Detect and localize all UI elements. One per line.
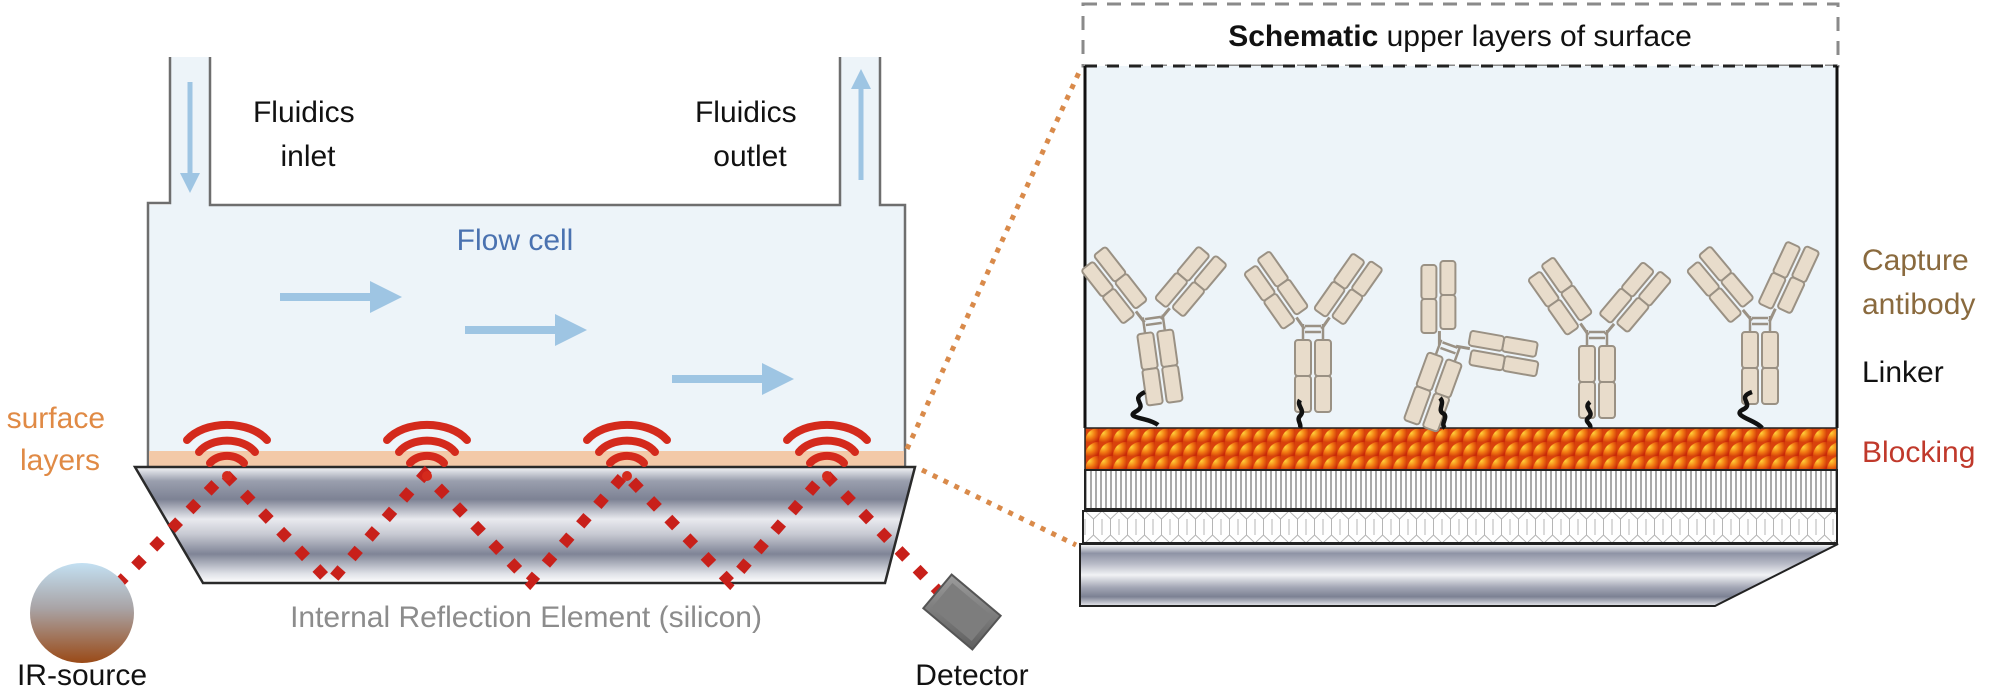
capture-antibody-label: Capture antibody <box>1862 244 1977 321</box>
flow-cell-outline <box>146 57 907 467</box>
flow-cell-label: Flow cell <box>457 224 574 257</box>
linker-icon <box>1438 396 1448 430</box>
silicon-substrate <box>1079 543 1839 607</box>
blocking-label: Blocking <box>1862 436 1975 469</box>
flow-cell-system: Fluidics inlet Fluidics outlet Flow cell… <box>7 57 1029 691</box>
ir-source-icon <box>30 563 134 663</box>
linker-icon <box>1584 400 1593 430</box>
surface-schematic: Schematic upper layers of surface <box>1077 2 1977 607</box>
outlet-label: Fluidics outlet <box>695 96 805 173</box>
ir-beam-path <box>113 465 949 602</box>
linker-label: Linker <box>1862 356 1944 389</box>
zoom-indicator-lines <box>904 66 1084 548</box>
ir-source-label: IR-source <box>17 659 147 691</box>
schematic-title: Schematic upper layers of surface <box>1228 20 1692 53</box>
internal-reflection-element <box>132 465 917 585</box>
blocking-layer <box>1084 427 1838 471</box>
self-assembled-layer <box>1084 469 1838 510</box>
inlet-label: Fluidics inlet <box>253 96 363 173</box>
linker-icon <box>1737 389 1764 430</box>
linker-icon <box>1130 389 1160 427</box>
detector-icon <box>921 573 1003 651</box>
surface-layers-label: surface layers <box>7 402 114 477</box>
mesh-layer <box>1082 510 1838 544</box>
ire-label: Internal Reflection Element (silicon) <box>290 601 762 634</box>
schematic-header-box <box>1081 2 1840 68</box>
surface-layer-band <box>149 451 904 468</box>
linker-icon <box>1296 398 1305 430</box>
detector-label: Detector <box>915 659 1028 691</box>
flow-cell-body <box>148 57 905 455</box>
